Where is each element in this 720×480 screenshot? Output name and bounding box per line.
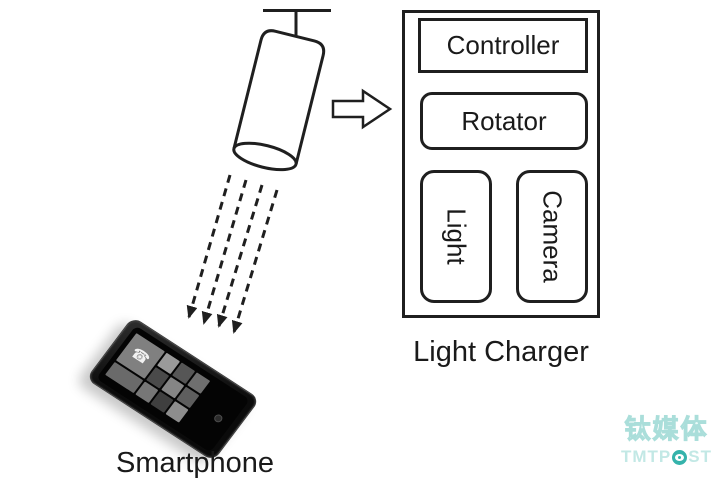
controller-label: Controller <box>446 30 560 60</box>
light-beam-arrow-4 <box>231 189 279 334</box>
smartphone-caption: Smartphone <box>116 447 274 479</box>
controller-module: Controller <box>418 18 588 73</box>
watermark: 钛媒体 TMTP ST <box>621 409 712 467</box>
phone-camera-dot <box>213 414 223 423</box>
phone-tile-icon: ☎ <box>127 344 154 369</box>
light-beam-arrows <box>186 174 279 334</box>
light-label: Light <box>441 208 472 265</box>
light-beam-arrow-3 <box>216 184 264 328</box>
watermark-cn: 钛媒体 <box>624 414 709 445</box>
light-beam-arrow-1 <box>186 174 232 319</box>
lamp-cylinder <box>232 29 326 172</box>
light-beam-arrow-2 <box>201 179 248 325</box>
rotator-label: Rotator <box>461 105 547 136</box>
flow-arrow-icon <box>331 88 393 130</box>
camera-label: Camera <box>537 190 568 283</box>
camera-module: Camera <box>516 170 588 303</box>
rotator-module: Rotator <box>420 92 588 150</box>
light-charger-caption: Light Charger <box>413 336 589 368</box>
watermark-en-right: ST <box>688 447 712 466</box>
watermark-en: TMTP ST <box>621 447 712 467</box>
light-module: Light <box>420 170 492 303</box>
tmtpost-o-icon <box>672 449 688 465</box>
watermark-en-left: TMTP <box>620 447 672 466</box>
light-charger-box: Controller Rotator Light Camera <box>402 10 600 318</box>
